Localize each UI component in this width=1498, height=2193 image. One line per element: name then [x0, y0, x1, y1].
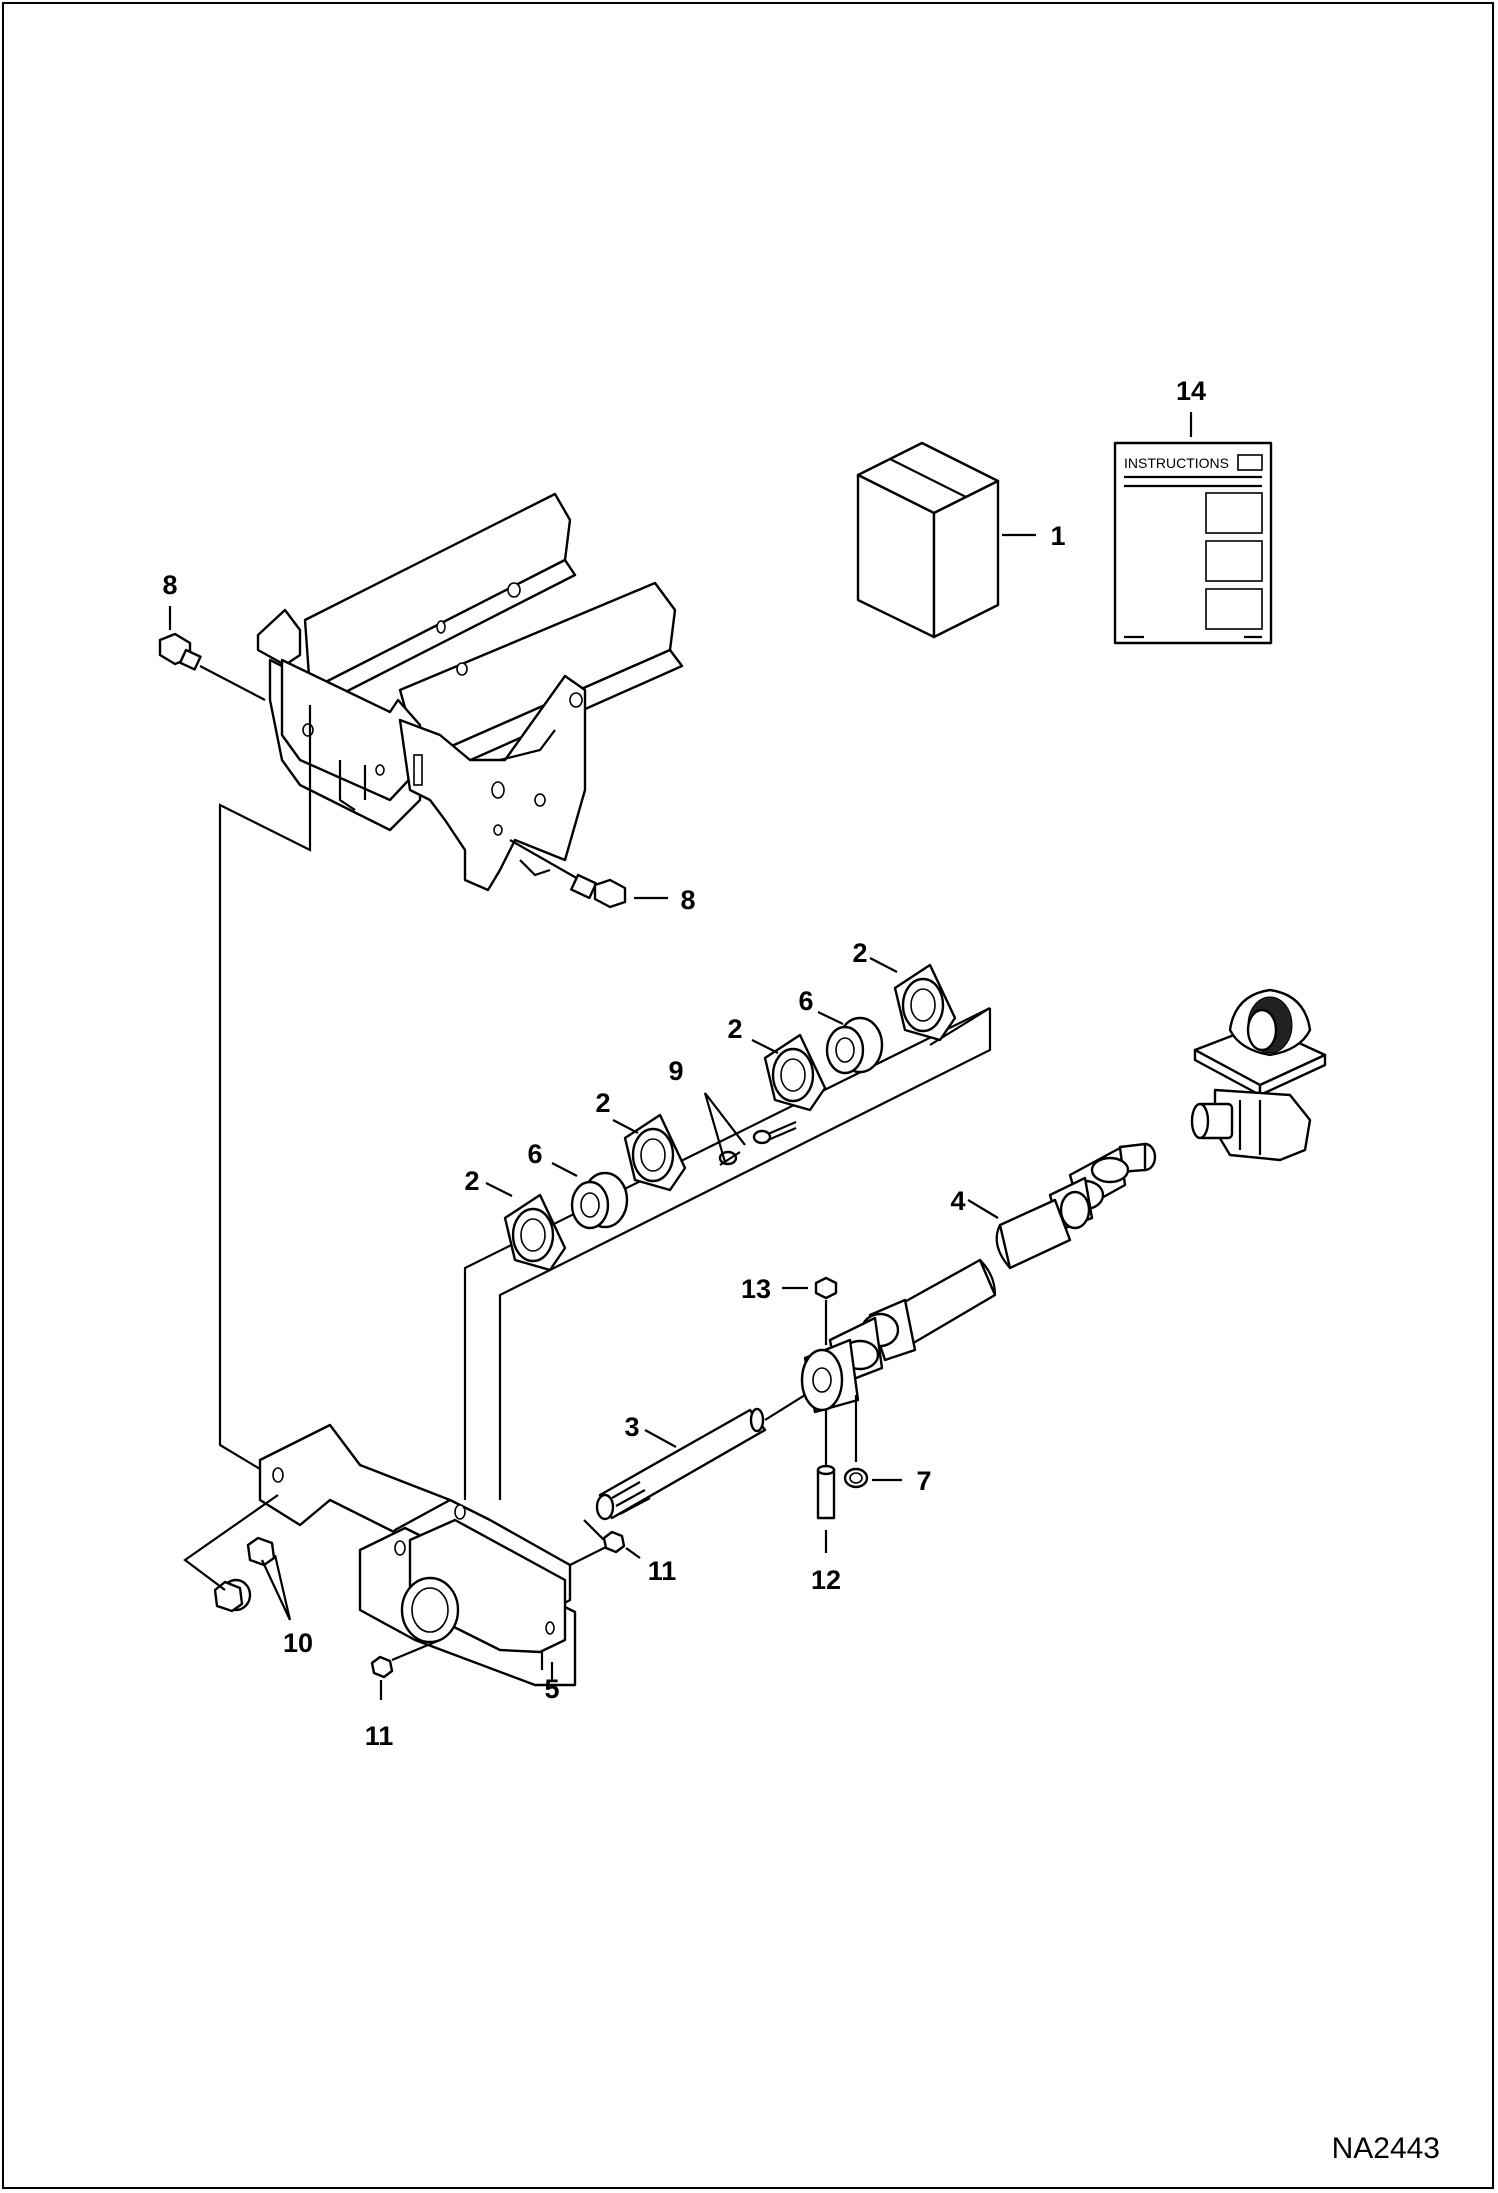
callout-2-b: 2: [727, 1014, 742, 1044]
leader-9: [703, 1092, 746, 1163]
bolt-part: [158, 632, 266, 701]
callout-6-a: 6: [798, 986, 813, 1016]
gearbox-part: [1190, 988, 1327, 1162]
callout-3: 3: [624, 1412, 639, 1442]
leader-2a: [869, 957, 898, 973]
flange-bearing: [763, 1033, 827, 1112]
flange-nut-part: [213, 1536, 276, 1613]
flange-bearing: [893, 963, 957, 1042]
flange-bearing: [503, 1193, 567, 1272]
callout-14: 14: [1176, 376, 1206, 406]
callout-10: 10: [283, 1628, 313, 1658]
drawing-code: NA2443: [1332, 2132, 1440, 2165]
leader-2c: [612, 1119, 639, 1134]
callout-5: 5: [544, 1674, 559, 1704]
callout-1: 1: [1050, 521, 1065, 551]
callout-8-lower: 8: [680, 885, 695, 915]
lock-nut-part: [583, 1519, 626, 1554]
box-part: [856, 441, 1000, 639]
leader-4: [967, 1199, 999, 1219]
callout-2-d: 2: [464, 1166, 479, 1196]
leader-11a: [625, 1547, 641, 1559]
callout-6-b: 6: [527, 1139, 542, 1169]
callout-13: 13: [741, 1274, 771, 1304]
callout-7: 7: [916, 1466, 931, 1496]
callout-12: 12: [811, 1565, 841, 1595]
callout-11-b: 11: [365, 1721, 394, 1751]
bracket-part: [258, 1423, 611, 1687]
bolt-part: [509, 839, 627, 909]
splined-shaft-part: [595, 1394, 806, 1521]
flange-bearing: [623, 1113, 687, 1192]
callout-4: 4: [950, 1186, 965, 1216]
leader-10: [261, 1554, 292, 1621]
lock-nut-part: [370, 1638, 441, 1679]
instructions-sheet: INSTRUCTIONS: [1113, 441, 1273, 645]
bolt-part: [816, 1410, 836, 1520]
callout-2-c: 2: [595, 1088, 610, 1118]
cap-screw-part: [718, 1120, 797, 1166]
leader-2d: [485, 1182, 513, 1197]
callout-9: 9: [668, 1056, 683, 1086]
assembly-line-10: [183, 1494, 279, 1591]
bearing-insert: [570, 1171, 629, 1230]
callout-2-a: 2: [852, 938, 867, 968]
leader-6b: [551, 1162, 578, 1177]
snap-ring-part: [843, 1395, 869, 1489]
drive-shaft-part: [800, 1142, 1157, 1414]
instructions-title: INSTRUCTIONS: [1124, 455, 1229, 471]
mount-frame: [256, 492, 684, 892]
leader-2b: [751, 1039, 779, 1054]
bearing-insert: [825, 1016, 884, 1075]
callout-8-upper: 8: [162, 570, 177, 600]
leader-6a: [817, 1011, 844, 1025]
leader-3: [644, 1429, 677, 1448]
nut-part: [814, 1276, 838, 1345]
callout-11-a: 11: [648, 1556, 677, 1586]
